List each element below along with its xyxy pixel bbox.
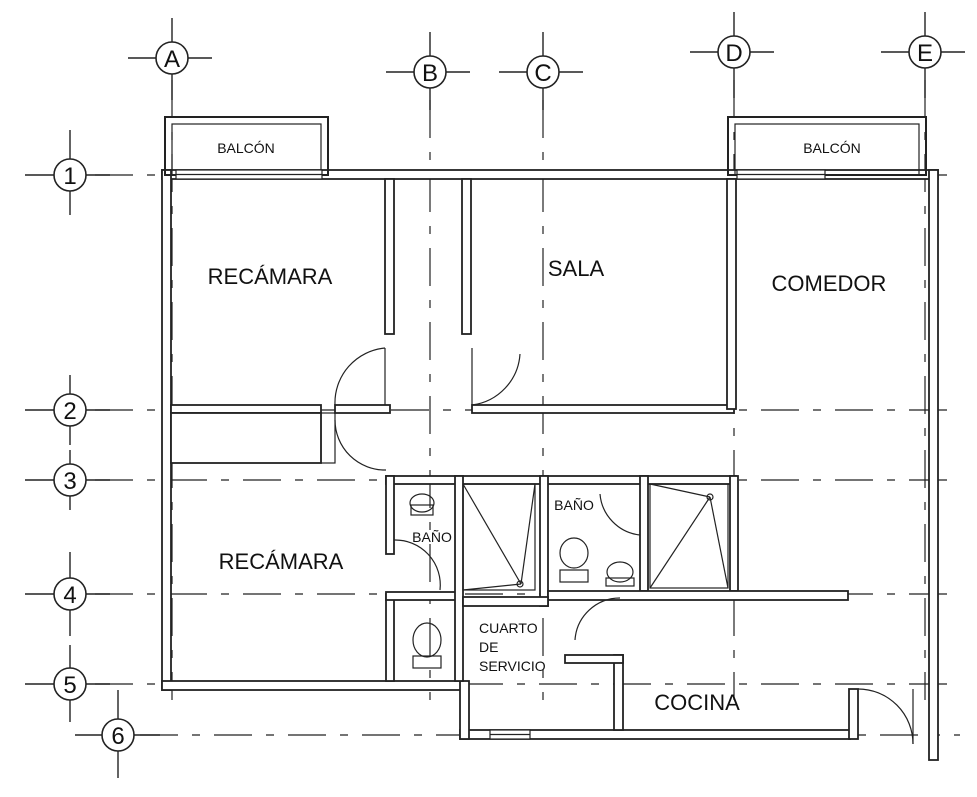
label-cuarto-line1: CUARTO [479,620,538,636]
grid-bubbles: A B C D E 1 [25,12,965,778]
grid-label-a: A [164,46,180,73]
label-recamara-top: RECÁMARA [208,264,333,289]
walls [161,169,939,761]
grid-bubble-e: E [881,12,965,98]
grid-bubble-4: 4 [25,552,110,636]
windows [175,169,826,740]
fixtures [409,483,729,669]
grid-bubble-6: 6 [75,690,160,778]
label-sala: SALA [548,256,605,281]
label-balcon-left: BALCÓN [217,140,275,156]
grid-bubble-1: 1 [25,130,110,215]
grid-bubble-b: B [386,32,470,110]
grid-label-6: 6 [111,723,124,750]
grid-label-d: D [725,40,742,67]
grid-label-b: B [422,60,438,87]
grid-label-1: 1 [63,163,76,190]
room-labels: BALCÓN BALCÓN RECÁMARA SALA COMEDOR RECÁ… [208,140,887,715]
grid-bubble-3: 3 [25,450,110,510]
grid-bubble-c: C [499,32,583,110]
label-comedor: COMEDOR [772,271,887,296]
label-bano-left: BAÑO [412,529,452,545]
grid-bubble-d: D [690,12,774,98]
grid-bubble-5: 5 [25,645,110,722]
label-bano-right: BAÑO [554,497,594,513]
grid-label-2: 2 [63,398,76,425]
grid-label-c: C [534,60,551,87]
door-swings [334,347,914,745]
balconies [164,116,927,176]
label-cocina: COCINA [654,690,740,715]
label-recamara-bottom: RECÁMARA [219,549,344,574]
label-cuarto-line2: DE [479,639,498,655]
grid-bubble-a: A [128,18,212,100]
grid-label-3: 3 [63,468,76,495]
grid-bubble-2: 2 [25,375,110,445]
grid-label-e: E [917,40,933,67]
label-cuarto-line3: SERVICIO [479,658,546,674]
grid-label-5: 5 [63,672,76,699]
label-balcon-right: BALCÓN [803,140,861,156]
grid-label-4: 4 [63,582,76,609]
